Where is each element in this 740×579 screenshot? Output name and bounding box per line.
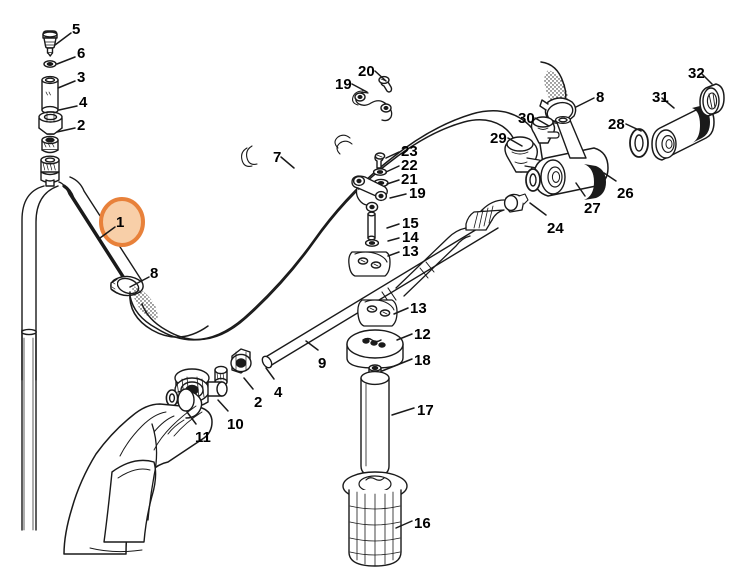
part-19-bracket-lower	[351, 175, 388, 213]
callout-number-8: 8	[150, 265, 159, 282]
part-31-cylinder	[651, 105, 715, 161]
part-13-clamp-block-upper	[348, 251, 391, 277]
callout-number-9: 9	[318, 355, 327, 372]
part-7-main-hose	[129, 61, 568, 341]
callout-number-3: 3	[77, 69, 86, 86]
spray-gun-body	[63, 388, 213, 555]
hose-joint-collar	[241, 134, 353, 167]
callout-number-31: 31	[652, 89, 669, 106]
callout-number-29: 29	[490, 130, 507, 147]
callout-number-26: 26	[617, 185, 634, 202]
part-12-filter-cap	[346, 329, 404, 369]
part-14-washer	[364, 239, 380, 247]
callout-number-20: 20	[358, 63, 375, 80]
part-1-lance-tube	[21, 155, 143, 531]
part-20-screw	[378, 75, 393, 93]
high-pressure-hose-right	[395, 199, 505, 297]
part-4-hex-nut-lower	[230, 348, 252, 374]
callout-number-10: 10	[227, 416, 244, 433]
callout-number-23: 23	[401, 143, 418, 160]
callout-number-27: 27	[584, 200, 601, 217]
callout-number-5: 5	[72, 21, 81, 38]
part-28-o-ring	[629, 128, 649, 158]
callout-number-4: 4	[79, 94, 88, 111]
callout-number-21: 21	[401, 171, 418, 188]
callout-number-22: 22	[401, 157, 418, 174]
part-23-screw	[374, 152, 386, 169]
callout-number-19: 19	[335, 76, 352, 93]
callout-number-13: 13	[402, 243, 419, 260]
part-3-sleeve	[41, 75, 59, 115]
part-11-o-ring	[165, 389, 179, 407]
callout-number-2: 2	[77, 117, 86, 134]
callout-number-13: 13	[410, 300, 427, 317]
callout-number-14: 14	[402, 229, 419, 246]
callout-number-19: 19	[409, 185, 426, 202]
callout-number-7: 7	[273, 149, 282, 166]
callout-number-11: 11	[195, 429, 211, 446]
callout-number-8: 8	[596, 89, 605, 106]
callout-number-12: 12	[414, 326, 431, 343]
callout-number-1: 1	[116, 214, 125, 231]
callout-number-24: 24	[547, 220, 564, 237]
part-32-end-cap	[699, 83, 725, 117]
callout-number-28: 28	[608, 116, 625, 133]
callout-number-17: 17	[417, 402, 434, 419]
callout-number-30: 30	[518, 110, 535, 127]
part-13-clamp-block-lower	[357, 299, 398, 327]
callout-number-32: 32	[688, 65, 705, 82]
part-5-plug	[42, 30, 58, 57]
part-4-hex-nut	[38, 111, 63, 135]
part-19-clip-upper	[352, 90, 393, 122]
part-15-pin	[367, 211, 376, 241]
part-26-valve-housing	[533, 115, 609, 200]
part-22-washer	[372, 168, 388, 176]
part-27-o-ring	[525, 168, 541, 192]
part-16-suction-filter	[342, 471, 408, 567]
part-24-fitting	[503, 193, 529, 213]
part-6-washer	[43, 60, 57, 68]
callout-number-16: 16	[414, 515, 431, 532]
callout-number-18: 18	[414, 352, 431, 369]
part-2-ferrule-top	[41, 135, 59, 154]
callout-number-6: 6	[77, 45, 86, 62]
part-17-suction-tube	[360, 370, 390, 477]
callout-number-2: 2	[254, 394, 263, 411]
callout-number-4: 4	[274, 384, 283, 401]
callout-number-15: 15	[402, 215, 419, 232]
